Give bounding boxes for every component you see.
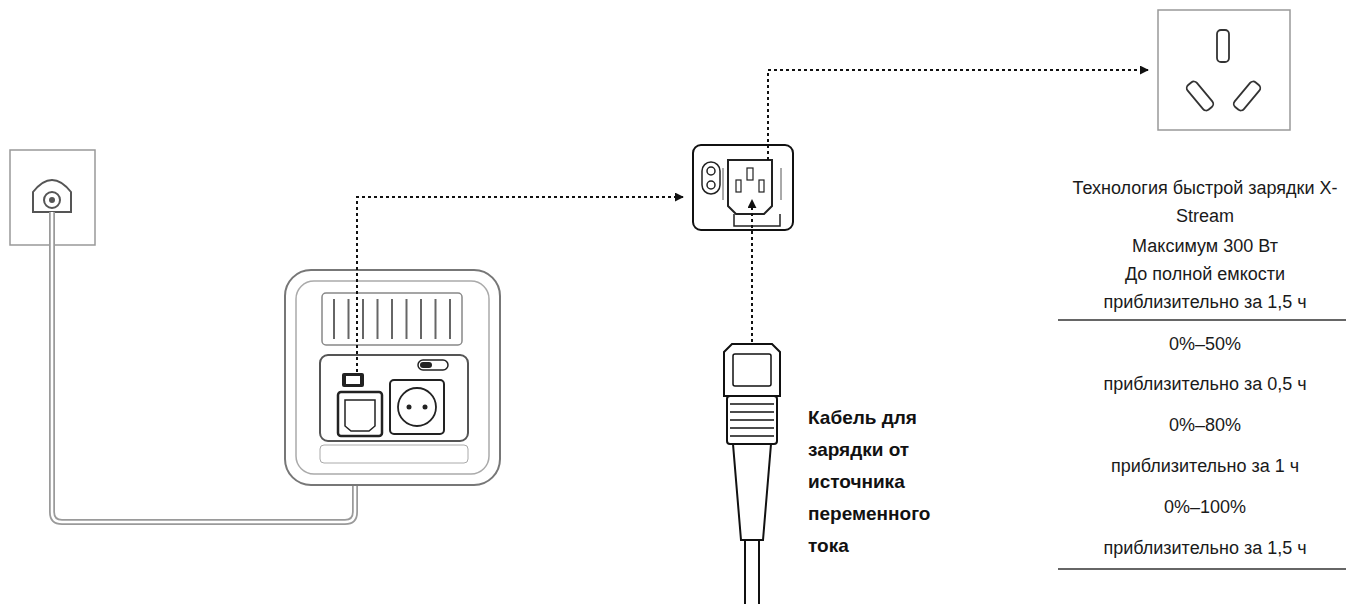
full-charge-note: До полной емкости <box>1060 260 1350 288</box>
vent-slot <box>333 299 335 339</box>
vent-slot <box>377 299 379 339</box>
feature-title: Технология быстрой зарядки X-Stream <box>1060 174 1350 230</box>
plug-rib <box>730 435 774 437</box>
time-note: приблизительно за 1,5 ч <box>1060 534 1350 562</box>
rule-line <box>1058 568 1346 570</box>
dotted-arrow <box>768 70 1148 160</box>
plug-rib <box>730 403 774 405</box>
charge-range: 0%–80% <box>1060 411 1350 439</box>
vent-slot <box>348 299 350 339</box>
plug-rib <box>730 419 774 421</box>
vent-slot <box>362 299 364 339</box>
charge-range: 0%–50% <box>1060 330 1350 358</box>
dotted-arrow <box>751 200 753 342</box>
vent-slot <box>435 299 437 339</box>
power-note: Максимум 300 Вт <box>1060 232 1350 260</box>
plug-rib <box>730 411 774 413</box>
time-note: приблизительно за 1 ч <box>1060 452 1350 480</box>
wall-outlet <box>1158 10 1290 130</box>
adapter-panel <box>693 145 793 230</box>
plug-rib <box>730 427 774 429</box>
charge-range: 0%–100% <box>1060 493 1350 521</box>
vent-slot <box>449 299 451 339</box>
cable-label: Кабель для зарядки от источника переменн… <box>808 402 936 562</box>
dotted-arrow <box>357 197 683 372</box>
vent-slot <box>420 299 422 339</box>
vent-slot <box>391 299 393 339</box>
power-station <box>285 270 500 485</box>
time-note: приблизительно за 1,5 ч <box>1060 288 1350 316</box>
vent-slot <box>406 299 408 339</box>
ac-plug <box>724 344 780 604</box>
rule-line <box>1058 319 1346 321</box>
time-note: приблизительно за 0,5 ч <box>1060 370 1350 398</box>
